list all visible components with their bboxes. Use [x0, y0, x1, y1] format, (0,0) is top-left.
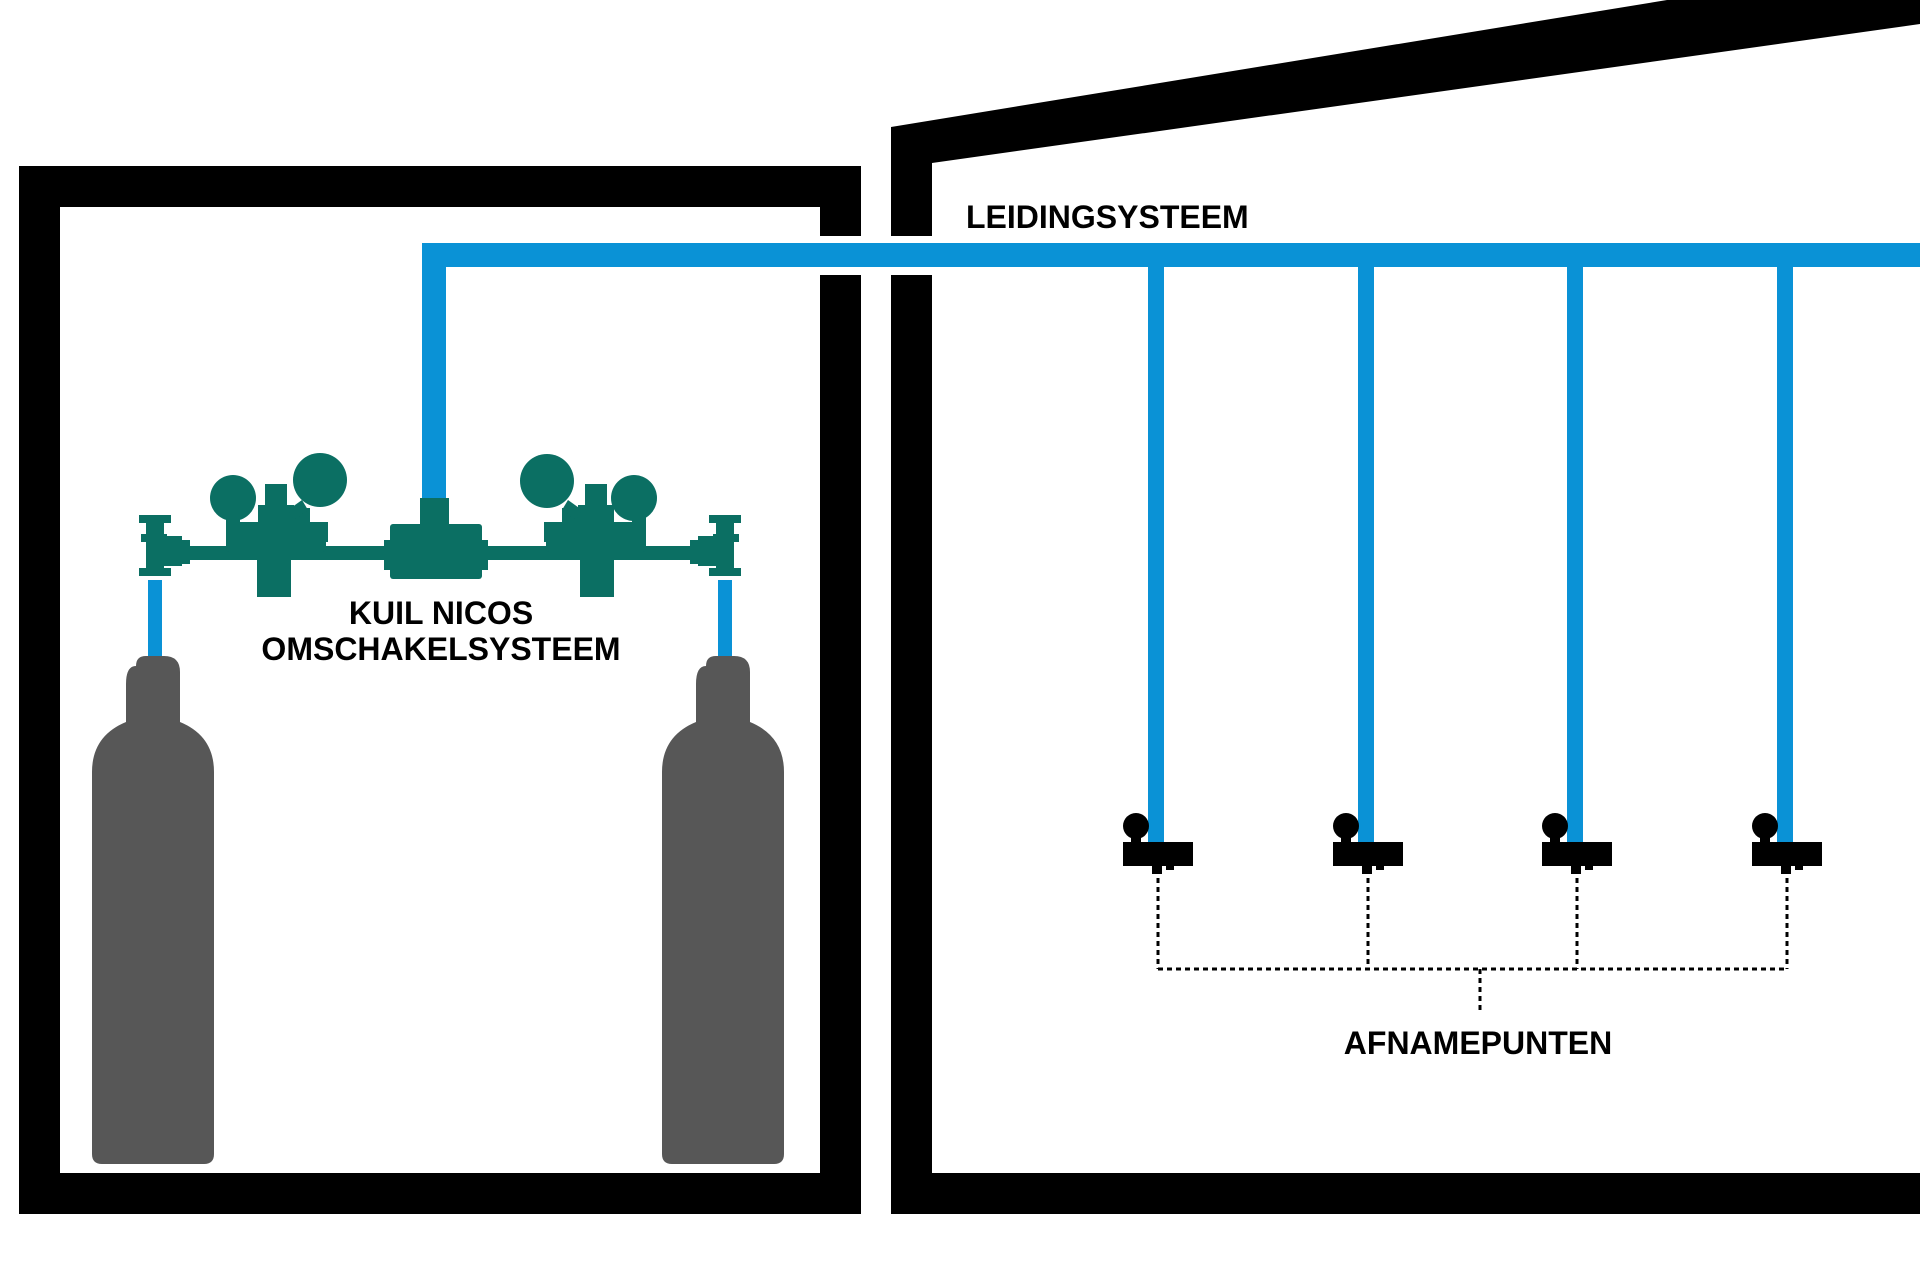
valve-left: [139, 515, 190, 576]
manifold-riser-coupling: [420, 498, 449, 528]
pressure-gauge-icon: [293, 453, 347, 507]
gas-cylinder-right: [662, 656, 784, 1164]
left-room-wall-top: [19, 166, 861, 207]
manifold-center-side-right: [478, 540, 488, 570]
pressure-gauge-icon: [210, 475, 256, 521]
switchover-manifold: [139, 453, 741, 597]
switchover-label-line1: KUIL NICOS: [349, 595, 533, 631]
right-building-walls: [891, 0, 1920, 1214]
regulator-right-body: [546, 522, 646, 552]
main-pipe-horizontal: [422, 243, 1920, 267]
left-room-walls: [19, 166, 861, 1214]
outlets-bracket: [1156, 878, 1789, 1012]
cylinder-hose-left: [148, 580, 162, 668]
drop-pipe-4: [1777, 255, 1793, 845]
roof: [891, 0, 1920, 165]
pressure-regulator-right: [520, 454, 657, 597]
left-room-floor: [19, 1173, 861, 1214]
gas-cylinder-icon: [92, 656, 214, 1164]
right-building-wall-left-lower: [891, 275, 932, 1214]
pressure-gauge-icon: [520, 454, 574, 508]
left-room-wall-right-lower: [820, 275, 861, 1214]
riser-pipe: [422, 243, 446, 498]
pipe-system: [148, 243, 1920, 845]
drop-pipe-3: [1567, 255, 1583, 845]
switchover-label-line2: OMSCHAKELSYSTEEM: [261, 631, 620, 667]
outlet-point-1: [1123, 813, 1193, 874]
outlet-point-3: [1542, 813, 1612, 874]
drop-pipe-1: [1148, 255, 1164, 845]
gas-cylinder-icon: [662, 656, 784, 1164]
cylinder-hose-right: [718, 580, 732, 668]
manifold-center-block: [390, 524, 482, 579]
pressure-regulator-left: [210, 453, 347, 597]
regulator-left-body: [226, 522, 326, 552]
right-building-wall-left-upper: [891, 127, 932, 236]
outlet-point-4: [1752, 813, 1822, 874]
left-room-wall-right-upper: [820, 166, 861, 236]
right-building-floor: [891, 1173, 1920, 1214]
outlets-label: AFNAMEPUNTEN: [1344, 1025, 1612, 1061]
gas-cylinder-left: [92, 656, 214, 1164]
valve-right: [690, 515, 741, 576]
outlet-point-2: [1333, 813, 1403, 874]
left-room-wall-left: [19, 166, 60, 1214]
drop-pipe-2: [1358, 255, 1374, 845]
pipe-system-label: LEIDINGSYSTEEM: [966, 199, 1249, 235]
manifold-center-side-left: [384, 540, 394, 570]
